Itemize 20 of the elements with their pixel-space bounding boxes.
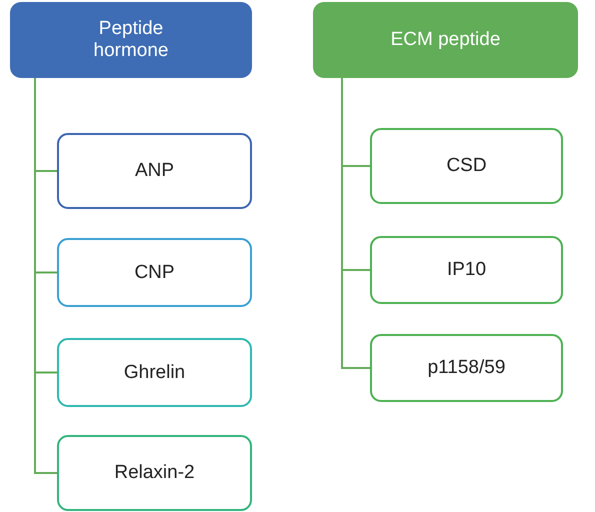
category-label: ECM peptide: [390, 29, 500, 51]
category-label: Peptide hormone: [92, 18, 170, 62]
item-box: [57, 238, 252, 307]
item-label: p1158/59: [428, 357, 506, 379]
item-box: [370, 128, 563, 204]
item-label: Relaxin-2: [114, 462, 195, 484]
item-box: [57, 435, 252, 511]
item-label: IP10: [446, 259, 486, 281]
connector-line: [341, 78, 370, 369]
item-label: CNP: [134, 262, 175, 284]
item-box: [370, 334, 563, 402]
item-box: [57, 338, 252, 407]
item-label: CSD: [446, 155, 487, 177]
item-box: [57, 133, 252, 209]
item-label: Ghrelin: [124, 362, 186, 384]
connector-line: [34, 78, 57, 474]
category-box: [313, 2, 578, 78]
item-label: ANP: [134, 160, 174, 182]
category-box: [10, 2, 252, 78]
item-box: [370, 236, 563, 304]
